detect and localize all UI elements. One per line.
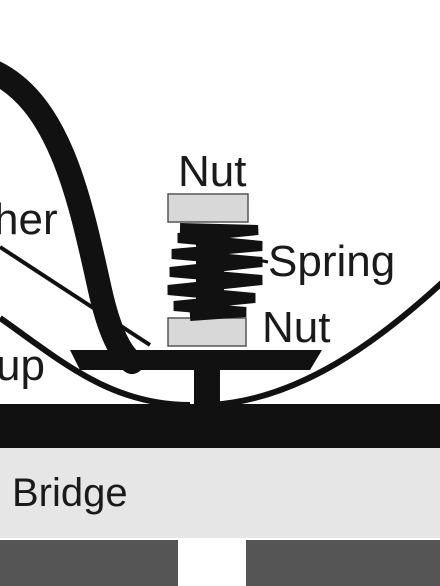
bottom-nut	[167, 317, 247, 347]
thick-arch-curve	[0, 61, 144, 374]
bridge-bar	[0, 446, 440, 538]
bridge-label: Bridge	[12, 471, 128, 515]
leader-line	[0, 245, 152, 347]
center-post	[194, 365, 220, 407]
spring-label: Spring	[268, 237, 395, 286]
spring-leader	[247, 256, 269, 264]
shelf-plate	[70, 350, 322, 370]
right-thin-curve	[209, 280, 440, 408]
partial-label-lower: up	[0, 341, 45, 390]
top-nut	[167, 193, 249, 223]
partial-label-upper: her	[0, 195, 58, 244]
bridge-top-plate	[0, 404, 440, 448]
base-block-right	[246, 540, 440, 586]
spring	[167, 223, 263, 321]
top-nut-label: Nut	[178, 147, 246, 196]
bottom-nut-label: Nut	[262, 303, 330, 352]
base-block-left	[0, 540, 178, 586]
left-thin-curve	[0, 315, 191, 408]
